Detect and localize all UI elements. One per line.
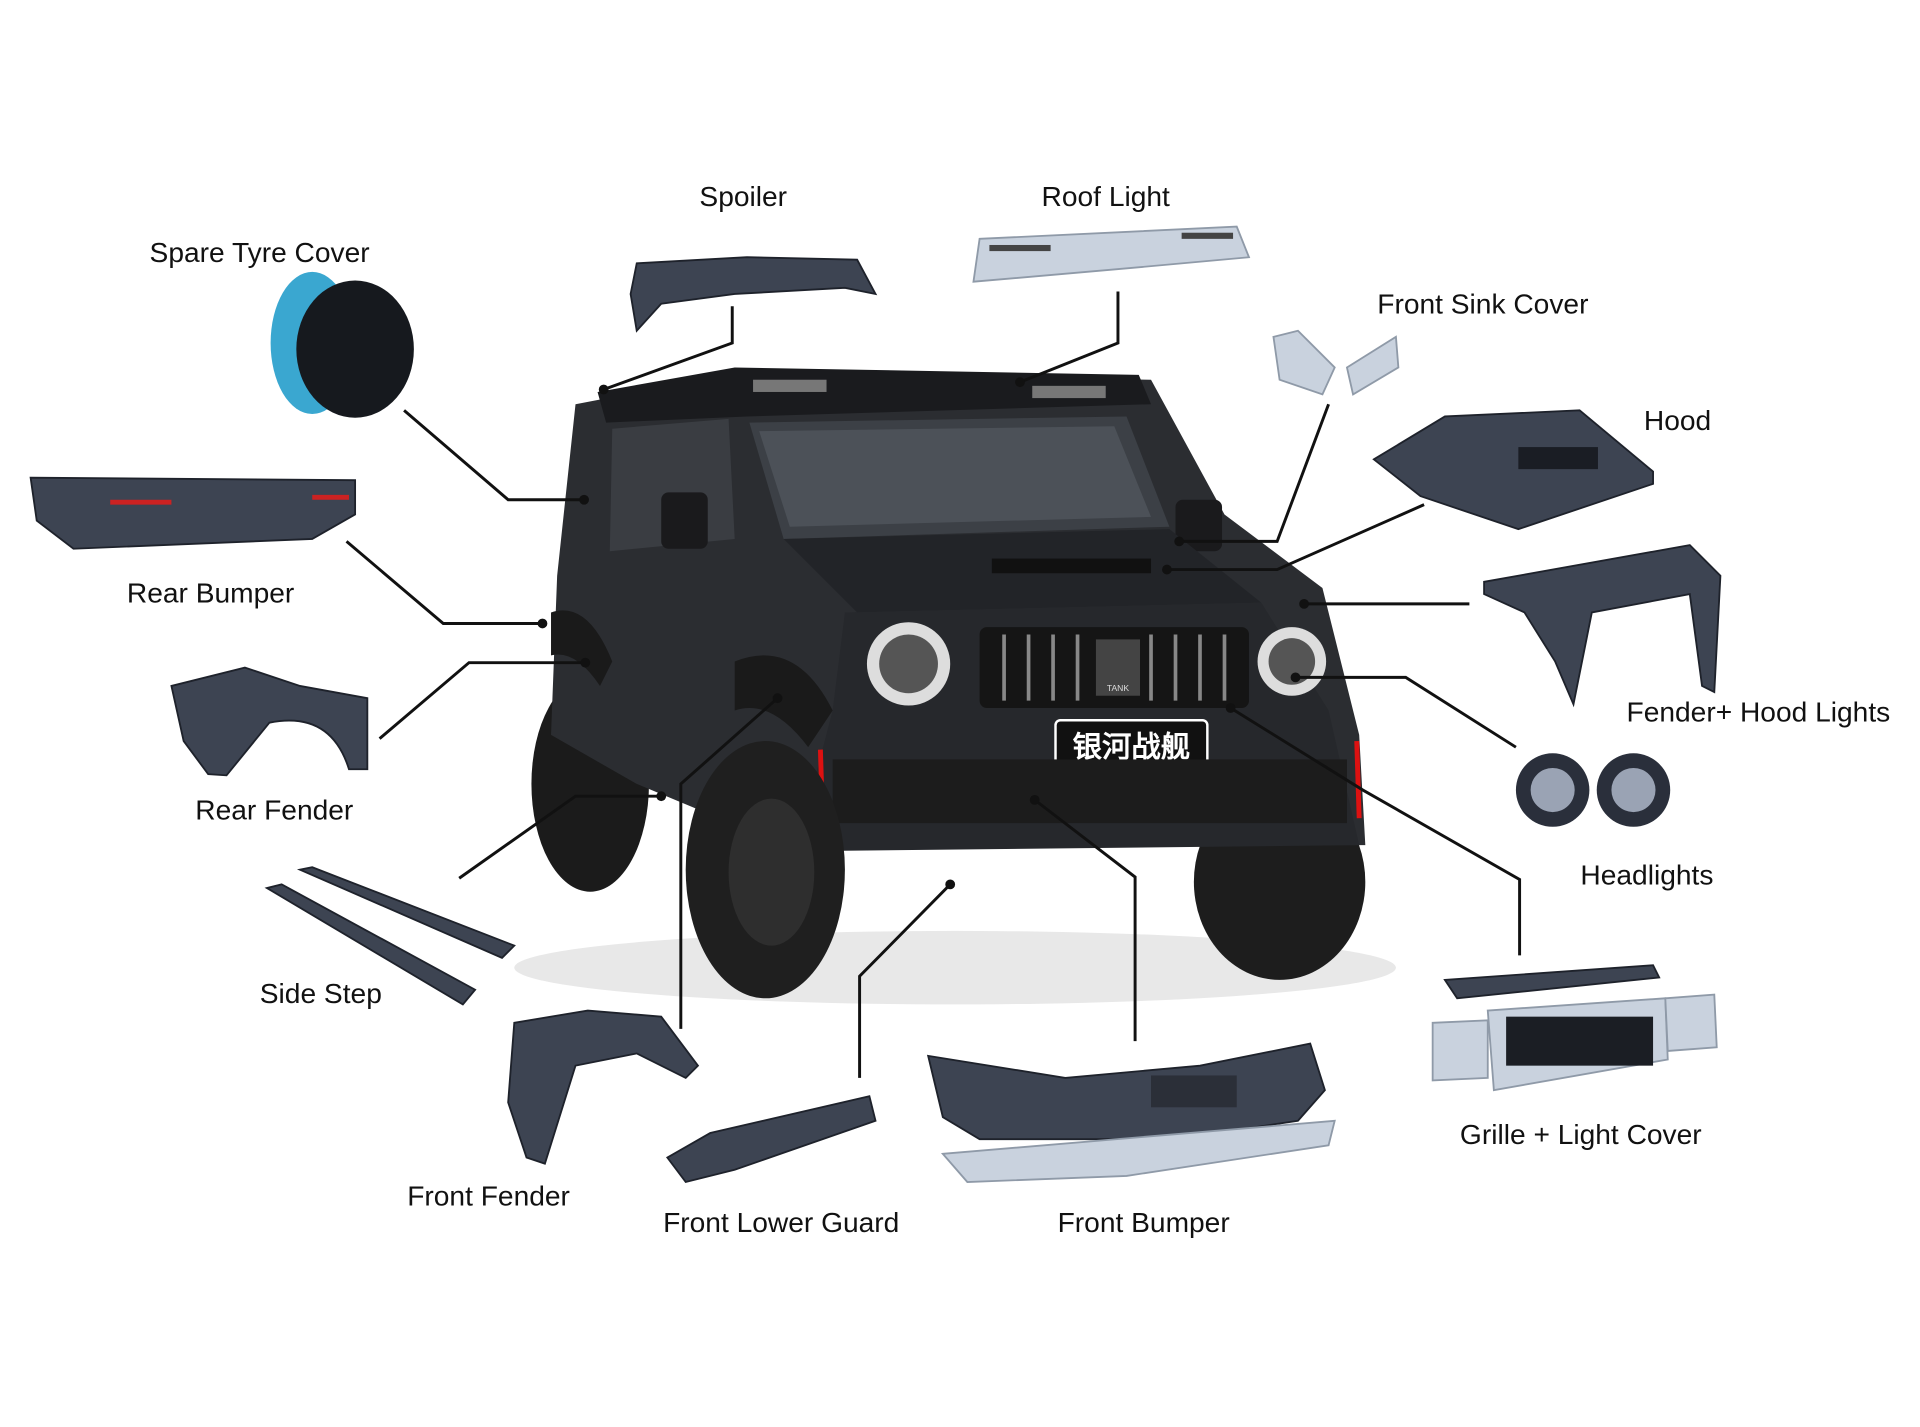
roof-light-right [1032, 385, 1106, 399]
part-spare-tyre-cover [270, 271, 414, 418]
badge-text: TANK [1107, 683, 1129, 693]
label-spare-tyre-cover: Spare Tyre Cover [150, 237, 370, 268]
vehicle: TANK 银河战舰 [514, 367, 1396, 1005]
part-spoiler [629, 256, 878, 333]
part-front-bumper [926, 1042, 1336, 1183]
part-fender-hood-lights [1483, 544, 1722, 708]
part-grille-light-cover [1431, 964, 1718, 1092]
label-fender-hood-lights: Fender+ Hood Lights [1627, 696, 1891, 727]
part-rear-bumper [29, 476, 357, 550]
part-side-step [264, 866, 516, 1006]
label-front-bumper: Front Bumper [1058, 1207, 1230, 1238]
label-headlights: Headlights [1580, 859, 1713, 890]
label-grille-light-cover: Grille + Light Cover [1460, 1119, 1702, 1150]
part-front-lower-guard [665, 1095, 877, 1184]
part-rear-fender [170, 666, 369, 777]
part-labels: Spoiler Roof Light Spare Tyre Cover Fron… [127, 181, 1890, 1238]
label-rear-bumper: Rear Bumper [127, 578, 294, 609]
part-headlights [1515, 753, 1671, 827]
label-front-sink-cover: Front Sink Cover [1377, 289, 1588, 320]
part-hood [1372, 409, 1654, 531]
label-front-lower-guard: Front Lower Guard [663, 1207, 899, 1238]
label-spoiler: Spoiler [699, 181, 787, 212]
roof-light-left [753, 379, 827, 392]
part-roof-light [972, 225, 1251, 283]
label-rear-fender: Rear Fender [195, 794, 353, 825]
leader-lines [345, 291, 1522, 1078]
part-front-sink-cover [1272, 329, 1400, 396]
label-roof-light: Roof Light [1042, 181, 1171, 212]
label-hood: Hood [1644, 405, 1711, 436]
part-front-fender [507, 1009, 700, 1165]
bumper-mesh [832, 759, 1347, 824]
license-plate-text: 银河战舰 [1073, 730, 1190, 764]
label-front-fender: Front Fender [407, 1180, 570, 1211]
label-side-step: Side Step [260, 978, 382, 1009]
